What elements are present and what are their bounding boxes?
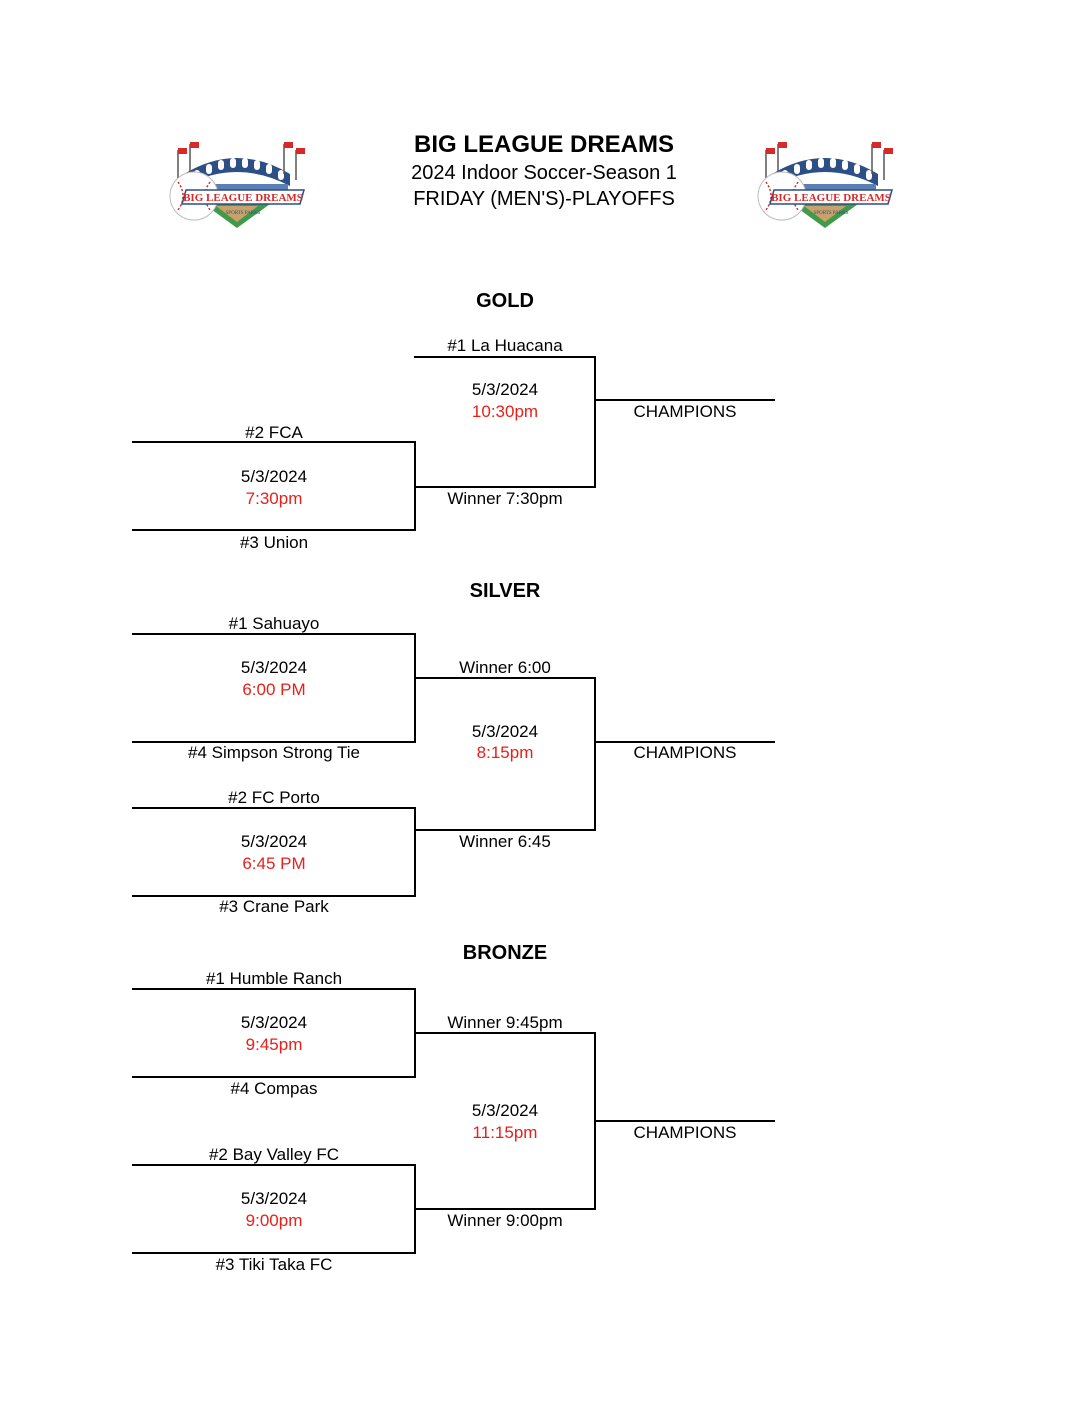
silver-final-time: 8:15pm [476, 743, 534, 762]
bronze-line-team-1 [132, 988, 416, 990]
silver-champions: CHAMPIONS [633, 743, 737, 762]
gold-line-team-2 [132, 441, 416, 443]
silver-semi2-time: 6:45 PM [242, 854, 306, 873]
silver-team-4: #4 Simpson Strong Tie [188, 743, 360, 762]
silver-line-team-1 [132, 633, 416, 635]
svg-text:SPORTS PARKS: SPORTS PARKS [226, 211, 261, 216]
silver-semi2-bracket [414, 807, 416, 897]
silver-line-winner-2 [414, 829, 596, 831]
bronze-team-3: #3 Tiki Taka FC [215, 1255, 333, 1274]
bronze-semi2-date: 5/3/2024 [240, 1189, 308, 1208]
bronze-team-1: #1 Humble Ranch [205, 969, 343, 988]
silver-line-winner-1 [414, 677, 596, 679]
bronze-line-team-3 [132, 1252, 416, 1254]
bronze-team-4: #4 Compas [230, 1079, 318, 1098]
gold-line-feeder [414, 486, 596, 488]
gold-final-time: 10:30pm [471, 402, 539, 421]
gold-semi-time: 7:30pm [245, 489, 303, 508]
silver-line-team-4 [132, 741, 416, 743]
gold-line-team-3 [132, 529, 416, 531]
gold-heading: GOLD [476, 290, 534, 312]
gold-semi-date: 5/3/2024 [240, 467, 308, 486]
silver-team-3: #3 Crane Park [219, 897, 329, 916]
bronze-heading: BRONZE [462, 942, 548, 964]
page-subtitle: 2024 Indoor Soccer-Season 1 [411, 162, 677, 184]
silver-winner-2: Winner 6:45 [459, 832, 551, 851]
big-league-dreams-logo-left: BIG LEAGUE DREAMS SPORTS PARKS [169, 142, 305, 228]
gold-champions: CHAMPIONS [633, 402, 737, 421]
page-division: FRIDAY (MEN'S)-PLAYOFFS [413, 188, 675, 210]
silver-team-2: #2 FC Porto [228, 788, 320, 807]
silver-line-team-3 [132, 895, 416, 897]
bronze-winner-1: Winner 9:45pm [447, 1013, 563, 1032]
gold-team-2: #2 FCA [245, 423, 303, 442]
bronze-semi1-time: 9:45pm [245, 1035, 303, 1054]
gold-final-date: 5/3/2024 [471, 380, 539, 399]
bronze-line-champions [594, 1120, 775, 1122]
silver-winner-1: Winner 6:00 [459, 658, 551, 677]
bronze-semi2-time: 9:00pm [245, 1211, 303, 1230]
bronze-line-winner-1 [414, 1032, 596, 1034]
bronze-winner-2: Winner 9:00pm [447, 1211, 563, 1230]
bronze-final-date: 5/3/2024 [471, 1101, 539, 1120]
big-league-dreams-logo-right: BIG LEAGUE DREAMS SPORTS PARKS [757, 142, 893, 228]
silver-team-1: #1 Sahuayo [228, 614, 320, 633]
bronze-champions: CHAMPIONS [633, 1123, 737, 1142]
bronze-semi1-date: 5/3/2024 [240, 1013, 308, 1032]
svg-text:SPORTS PARKS: SPORTS PARKS [814, 211, 849, 216]
gold-team-3: #3 Union [239, 533, 309, 552]
silver-line-team-2 [132, 807, 416, 809]
bronze-line-team-2 [132, 1164, 416, 1166]
silver-semi1-time: 6:00 PM [242, 680, 306, 699]
gold-line-team-1 [414, 356, 596, 358]
bronze-line-winner-2 [414, 1208, 596, 1210]
bronze-final-time: 11:15pm [472, 1123, 538, 1142]
silver-heading: SILVER [469, 580, 541, 602]
gold-team-1: #1 La Huacana [447, 336, 563, 355]
svg-text:BIG LEAGUE DREAMS: BIG LEAGUE DREAMS [183, 192, 303, 204]
silver-semi2-date: 5/3/2024 [240, 832, 308, 851]
page-title: BIG LEAGUE DREAMS [413, 131, 675, 158]
gold-final-bracket [594, 356, 596, 488]
silver-semi1-date: 5/3/2024 [240, 658, 308, 677]
silver-semi1-bracket [414, 633, 416, 743]
gold-final-feeder: Winner 7:30pm [447, 489, 563, 508]
silver-final-bracket [594, 677, 596, 831]
bronze-line-team-4 [132, 1076, 416, 1078]
silver-final-date: 5/3/2024 [471, 722, 539, 741]
svg-text:BIG LEAGUE DREAMS: BIG LEAGUE DREAMS [771, 192, 891, 204]
bronze-team-2: #2 Bay Valley FC [208, 1145, 340, 1164]
silver-line-champions [594, 741, 775, 743]
gold-line-champions [594, 399, 775, 401]
